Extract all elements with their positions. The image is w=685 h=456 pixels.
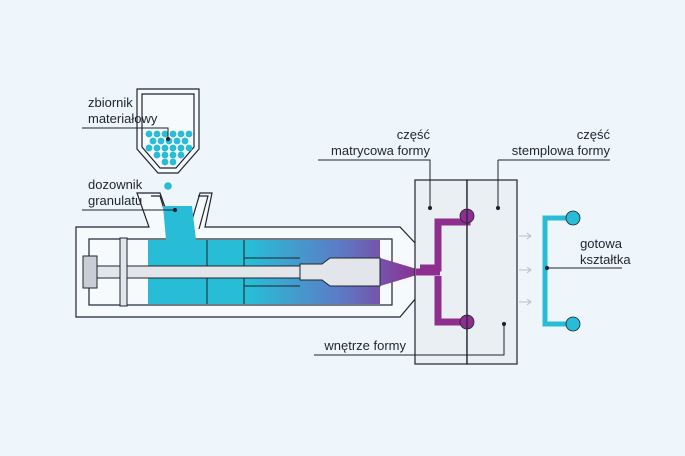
granule — [169, 158, 177, 166]
granule — [169, 144, 177, 152]
granule — [185, 144, 193, 152]
granule — [169, 151, 177, 159]
granule — [177, 144, 185, 152]
label-cavity: wnętrze formy — [324, 338, 406, 353]
granule — [161, 151, 169, 159]
granule — [185, 130, 193, 138]
piston — [82, 237, 381, 307]
granule — [153, 144, 161, 152]
granule — [169, 130, 177, 138]
granule — [153, 130, 161, 138]
granule — [161, 158, 169, 166]
granule — [157, 137, 165, 145]
granules — [145, 130, 193, 166]
label-feeder-line1: dozownik — [88, 177, 143, 192]
granule — [161, 144, 169, 152]
granule — [149, 137, 157, 145]
label-matrix-line1: część — [396, 127, 430, 142]
falling-granule — [164, 182, 172, 190]
granule — [153, 151, 161, 159]
label-feeder-line2: granulatu — [88, 193, 143, 208]
label-feeder: dozownik granulatu — [88, 177, 142, 209]
granule — [177, 151, 185, 159]
melt-flow — [148, 206, 420, 304]
label-matrix-part: część matrycowa formy — [300, 127, 430, 159]
granule — [177, 130, 185, 138]
granule — [161, 130, 169, 138]
granule — [145, 144, 153, 152]
mold — [414, 179, 518, 365]
label-matrix-line2: matrycowa formy — [331, 143, 430, 158]
label-hopper-line2: materiałowy — [88, 111, 158, 126]
label-product: gotowa kształtka — [580, 236, 631, 268]
mold-punch-half — [466, 179, 518, 365]
granule — [173, 137, 181, 145]
label-product-line1: gotowa — [580, 236, 622, 251]
leader-lines — [82, 127, 622, 356]
label-hopper-line1: zbiornik — [88, 95, 133, 110]
label-punch-line1: część — [576, 127, 610, 142]
label-punch-line2: stemplowa formy — [511, 143, 610, 158]
finished-part — [542, 210, 581, 332]
label-hopper: zbiornik materiałowy — [88, 95, 157, 127]
granule — [181, 137, 189, 145]
label-product-line2: kształtka — [580, 252, 631, 267]
label-punch-part: część stemplowa formy — [480, 127, 610, 159]
granule — [145, 130, 153, 138]
ejection-arrows — [519, 232, 532, 306]
